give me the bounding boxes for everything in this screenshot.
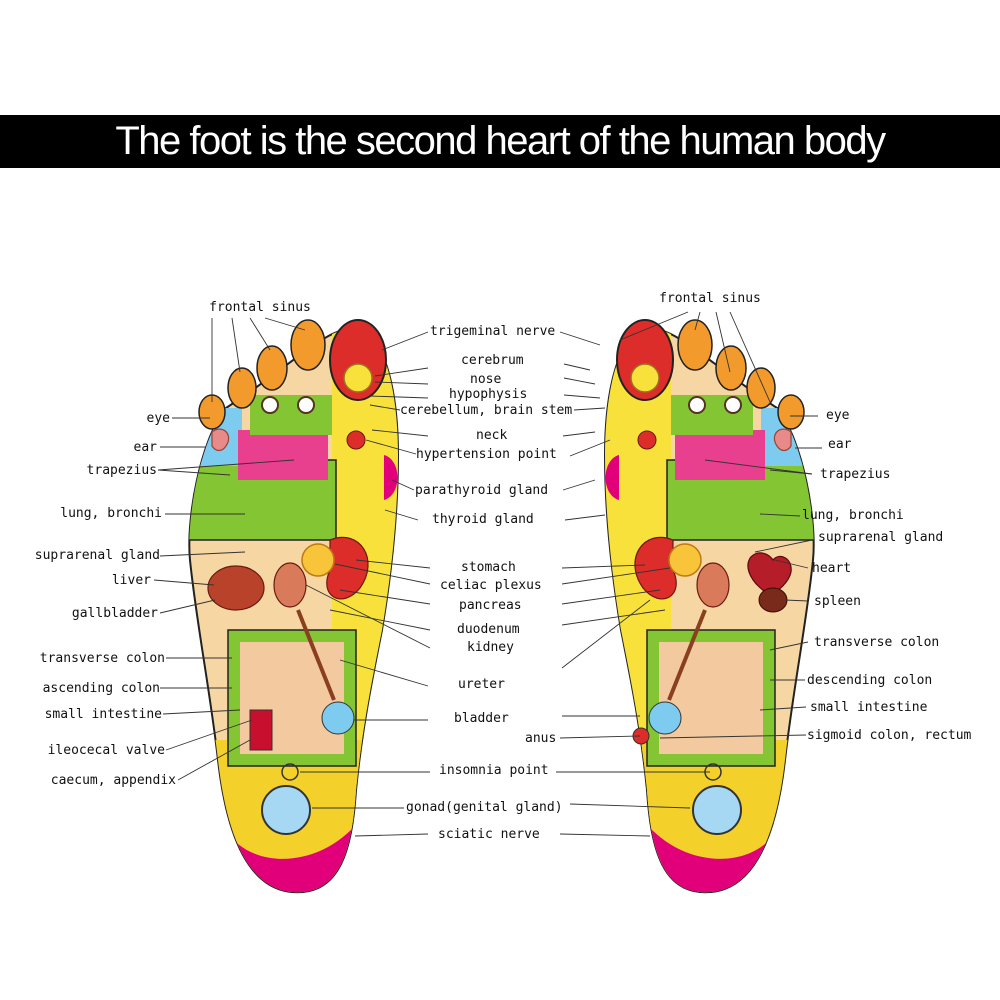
right-label-transverse-colon: transverse colon <box>814 635 940 650</box>
right-bladder-icon <box>648 701 682 735</box>
left-foot <box>188 319 400 894</box>
center-label-bladder: bladder <box>454 711 509 726</box>
center-label-insomnia-point: insomnia point <box>439 763 549 778</box>
left-stomach-icon <box>326 536 369 600</box>
left-ear-icon <box>211 428 230 452</box>
right-trapezius-zone <box>675 430 765 480</box>
right-toe-5 <box>777 394 805 430</box>
right-kidney-icon <box>696 562 730 608</box>
right-label-suprarenal-gland: suprarenal gland <box>818 530 944 545</box>
left-toe-4 <box>227 367 257 409</box>
left-eye-icon <box>261 396 279 414</box>
right-label-lung-bronchi: lung, bronchi <box>802 508 904 523</box>
left-gonad-icon <box>261 785 311 835</box>
center-label-pancreas: pancreas <box>459 598 522 613</box>
left-insomnia-point <box>281 763 299 781</box>
right-label-sigmoid-colon-rectum: sigmoid colon, rectum <box>807 728 972 743</box>
right-solar-plexus-icon <box>668 543 702 577</box>
left-label-ear: ear <box>133 440 157 455</box>
right-eye-icon <box>724 396 742 414</box>
left-thyroid-zone <box>384 455 398 500</box>
right-gonad-icon <box>692 785 742 835</box>
left-kidney-icon <box>273 562 307 608</box>
right-label-eye: eye <box>826 408 850 423</box>
right-toe-4 <box>746 367 776 409</box>
center-label-celiac-plexus: celiac plexus <box>440 578 542 593</box>
center-label-parathyroid-gland: parathyroid gland <box>415 483 549 498</box>
center-label-cerebrum: cerebrum <box>461 353 524 368</box>
left-bladder-icon <box>321 701 355 735</box>
left-solar-plexus-icon <box>301 543 335 577</box>
left-label-ascending-colon: ascending colon <box>42 681 160 696</box>
left-toe-2 <box>290 319 326 371</box>
left-label-suprarenal-gland: suprarenal gland <box>34 548 160 563</box>
left-liver-icon <box>207 565 265 611</box>
left-label-gallbladder: gallbladder <box>71 606 158 621</box>
left-toe-3 <box>256 345 288 391</box>
left-eye-icon-2 <box>297 396 315 414</box>
center-label-nose: nose <box>470 372 502 387</box>
right-label-small-intestine: small intestine <box>810 700 928 715</box>
center-label-cerebellum-brain-stem: cerebellum, brain stem <box>400 403 573 418</box>
left-label-frontal-sinus: frontal sinus <box>209 300 311 315</box>
right-label-descending-colon: descending colon <box>807 673 933 688</box>
right-label-heart: heart <box>812 561 852 576</box>
right-toe-3 <box>715 345 747 391</box>
right-spleen-icon <box>758 587 788 613</box>
right-stomach-icon <box>634 536 677 600</box>
right-big-toe-brain <box>630 363 660 393</box>
center-label-neck: neck <box>476 428 508 443</box>
left-ureter-line <box>296 609 336 701</box>
right-ear-icon <box>773 428 792 452</box>
center-label-sciatic-nerve: sciatic nerve <box>438 827 540 842</box>
center-label-stomach: stomach <box>461 560 516 575</box>
title-banner: The foot is the second heart of the huma… <box>0 115 1000 168</box>
right-hypertension-point <box>637 430 657 450</box>
center-label-ureter: ureter <box>458 677 505 692</box>
left-label-liver: liver <box>111 573 151 588</box>
center-label-trigeminal-nerve: trigeminal nerve <box>430 324 556 339</box>
right-eye-icon-2 <box>688 396 706 414</box>
left-big-toe-brain <box>343 363 373 393</box>
right-ureter-line <box>667 609 707 701</box>
left-label-transverse-colon: transverse colon <box>39 651 165 666</box>
center-label-anus: anus <box>525 731 557 746</box>
left-label-small-intestine: small intestine <box>44 707 162 722</box>
right-intestine-inner <box>659 642 763 754</box>
right-label-spleen: spleen <box>814 594 861 609</box>
right-label-ear: ear <box>828 437 852 452</box>
left-label-ileocecal-valve: ileocecal valve <box>47 743 165 758</box>
left-appendix-icon <box>249 709 273 751</box>
leader-lines <box>153 311 822 837</box>
left-label-caecum-appendix: caecum, appendix <box>50 773 176 788</box>
right-toe-2 <box>677 319 713 371</box>
center-label-duodenum: duodenum <box>457 622 520 637</box>
page-title: The foot is the second heart of the huma… <box>115 119 886 163</box>
left-label-trapezius: trapezius <box>86 463 157 478</box>
right-thyroid-zone <box>605 455 619 500</box>
left-trapezius-zone <box>238 430 328 480</box>
left-label-lung-bronchi: lung, bronchi <box>60 506 162 521</box>
center-label-gonad: gonad(genital gland) <box>406 800 563 815</box>
right-label-frontal-sinus: frontal sinus <box>659 291 761 306</box>
center-label-kidney: kidney <box>467 640 514 655</box>
left-label-eye: eye <box>146 411 170 426</box>
center-label-thyroid-gland: thyroid gland <box>432 512 534 527</box>
left-hypertension-point <box>346 430 366 450</box>
center-label-hypophysis: hypophysis <box>449 387 528 402</box>
right-foot <box>603 319 815 894</box>
center-label-hypertension-point: hypertension point <box>416 447 557 462</box>
right-label-trapezius: trapezius <box>820 467 891 482</box>
